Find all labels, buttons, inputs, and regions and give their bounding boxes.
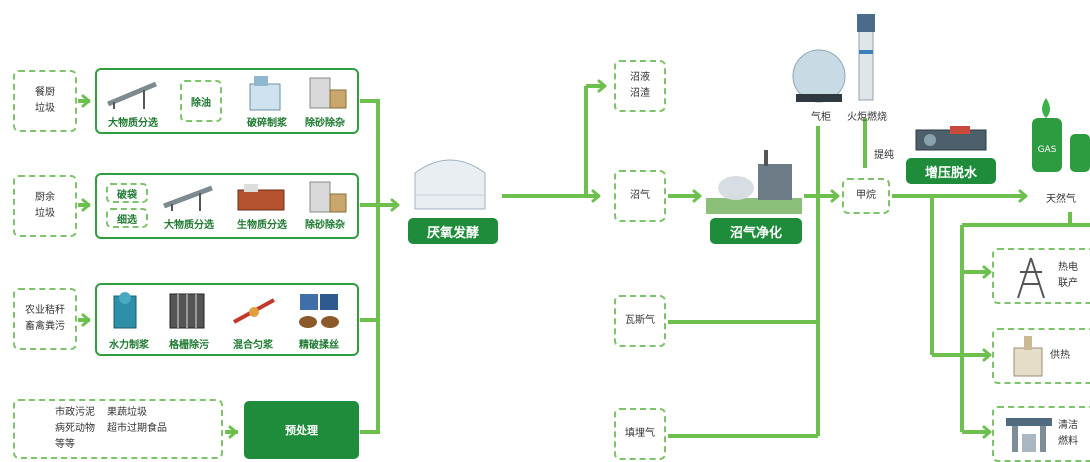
- purification-plant-icon: [706, 150, 802, 214]
- conveyor-machine-icon: [107, 81, 157, 109]
- holder-label: 气柜: [811, 112, 831, 123]
- compressor-icon: [915, 126, 987, 151]
- gas-holder-icon: [792, 49, 846, 103]
- row3-grid-label: 格栅除污: [169, 340, 209, 351]
- source-kitchen-remain: 厨余 垃圾: [13, 175, 77, 237]
- pressurize-label: 增压脱水: [924, 165, 977, 181]
- row1-oil-box: 除油: [180, 80, 222, 122]
- source-misc-col2: 果蔬垃圾 超市过期食品: [107, 407, 167, 434]
- methane-label: 甲烷: [856, 190, 876, 201]
- landfill-gas-box: 填埋气: [614, 408, 666, 460]
- natural-gas-label: 天然气: [1046, 194, 1076, 205]
- pretreat-box: 预处理: [244, 401, 359, 459]
- gas-station-icon: [1006, 418, 1052, 452]
- gas-tank-text: GAS: [1038, 145, 1057, 155]
- row2-sand-label: 除砂除杂: [305, 220, 345, 231]
- pretreat-label: 预处理: [285, 424, 318, 437]
- source-agri-label: 农业秸秆 畜禽粪污: [25, 305, 65, 332]
- gas-gas-box: 瓦斯气: [614, 295, 666, 347]
- heating-plant-icon: [1013, 336, 1043, 377]
- biogas-box: 沼气: [614, 170, 666, 222]
- biomass-separator-icon: [237, 184, 285, 211]
- row2-screen-box: 细选: [106, 208, 148, 228]
- digestate-label: 沼液 沼渣: [630, 72, 650, 99]
- row1-crush-label: 破碎制浆: [247, 118, 287, 129]
- use-chp-box: 热电 联产: [992, 248, 1090, 304]
- use-heat-label: 供热: [1050, 350, 1070, 361]
- fine-crusher-icon: [299, 294, 339, 328]
- row3-mix-label: 混合匀浆: [233, 340, 273, 351]
- hydro-pulper-icon: [113, 292, 137, 329]
- landfill-gas-label: 填埋气: [625, 428, 655, 439]
- source-misc-col1: 市政污泥 病死动物 等等: [55, 407, 95, 450]
- digester-tank-icon: [414, 159, 486, 210]
- biogas-label: 沼气: [630, 190, 650, 201]
- sand-removal-machine-icon: [309, 77, 347, 109]
- row2-bag-box: 破袋: [106, 183, 148, 203]
- source-agri: 农业秸秆 畜禽粪污: [13, 288, 77, 350]
- row2-bag-label: 破袋: [117, 189, 137, 201]
- row1-sand-label: 除砂除杂: [305, 118, 345, 129]
- anaerobic-label: 厌氧发酵: [426, 225, 479, 241]
- torch-tower-icon: [857, 14, 875, 101]
- torch-label: 火炬燃烧: [847, 112, 887, 123]
- grid-screen-icon: [169, 293, 205, 329]
- crusher-machine-icon: [249, 76, 281, 111]
- mixer-icon: [233, 298, 275, 324]
- power-tower-icon: [1017, 257, 1045, 299]
- gas-tank-icon: GAS: [1032, 98, 1090, 172]
- use-chp-label: 热电 联产: [1058, 262, 1078, 289]
- source-kitchen-waste-label: 餐厨 垃圾: [35, 87, 55, 114]
- methane-box: 甲烷: [842, 178, 890, 214]
- use-fuel-label: 清洁 燃料: [1058, 420, 1078, 447]
- digestate-box: 沼液 沼渣: [614, 60, 666, 112]
- row2-sort-label: 大物质分选: [164, 220, 214, 231]
- row2-screen-label: 细选: [117, 214, 137, 226]
- row2-bio-label: 生物质分选: [237, 220, 287, 231]
- pressurize-box: 增压脱水: [906, 158, 996, 184]
- conveyor-machine-icon: [163, 185, 213, 211]
- row3-hydro-label: 水力制浆: [109, 340, 149, 351]
- source-kitchen-waste: 餐厨 垃圾: [13, 70, 77, 132]
- purify-box: 沼气净化: [710, 218, 802, 244]
- source-misc: 市政污泥 病死动物 等等 果蔬垃圾 超市过期食品: [13, 399, 223, 459]
- source-kitchen-remain-label: 厨余 垃圾: [35, 192, 55, 219]
- purify-label: 沼气净化: [729, 225, 782, 241]
- row1-sort-label: 大物质分选: [108, 118, 158, 129]
- row3-fine-label: 精破揉丝: [299, 340, 339, 351]
- row1-oil-label: 除油: [191, 97, 211, 109]
- extract-label: 提纯: [874, 150, 894, 161]
- gas-gas-label: 瓦斯气: [625, 315, 655, 326]
- anaerobic-box: 厌氧发酵: [408, 218, 498, 244]
- sand-removal-machine-icon: [309, 181, 347, 213]
